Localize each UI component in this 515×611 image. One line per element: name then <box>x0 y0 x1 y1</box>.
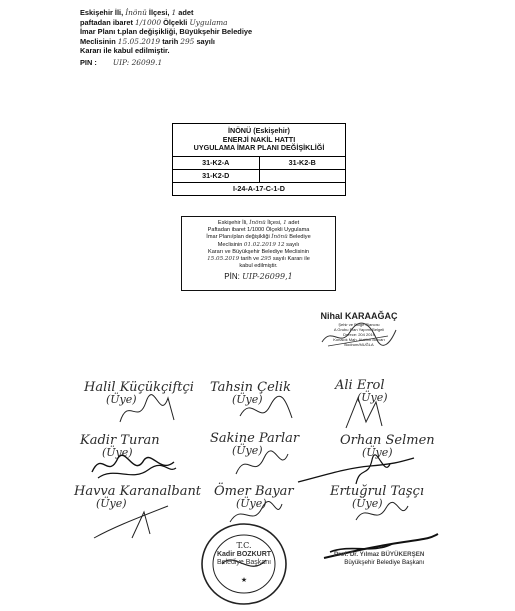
sheet-row: 31-K2-D <box>173 169 346 183</box>
stamp-line-5: Kararı ile kabul edilmiştir. <box>80 46 170 56</box>
approval-stamp-municipal: Eskişehir İli, İnönü İlçesi, 1 adet Paft… <box>181 216 336 291</box>
member-signature: Havva Karanalbant (Üye) <box>74 484 202 510</box>
member-signature: Ertuğrul Taşçı (Üye) <box>330 484 425 510</box>
mayor-block: Prof. Dr. Yılmaz BÜYÜKERŞEN Büyükşehir B… <box>334 551 424 567</box>
municipal-seal: T.C. ★ <box>201 523 287 605</box>
member-signature: Ömer Bayar (Üye) <box>214 484 294 510</box>
sheet-cell: 31-K2-D <box>202 170 230 180</box>
approval-stamp-top: Eskişehir İli, İnönü İlçesi, 1 adet paft… <box>80 8 290 68</box>
plan-title: İNÖNÜ (Eskişehir) ENERJİ NAKİL HATTI UYG… <box>173 124 345 157</box>
sheet-code: I-24-A-17-C-1-D <box>233 183 285 193</box>
sheet-row: 31-K2-A 31-K2-B <box>173 156 346 170</box>
stamp-line-1: Eskişehir İli, İnönü İlçesi, 1 adet <box>80 8 194 17</box>
signature-scribble <box>93 505 169 539</box>
signature-scribble <box>345 396 383 429</box>
signature-scribble <box>235 450 289 475</box>
signature-scribble <box>229 501 283 523</box>
sheet-code-row: I-24-A-17-C-1-D <box>173 183 345 195</box>
signature-scribble <box>355 501 409 521</box>
stamp-line-2: paftadan ibaret 1/1000 Ölçekli Uygulama <box>80 17 228 27</box>
plan-title-box: İNÖNÜ (Eskişehir) ENERJİ NAKİL HATTI UYG… <box>172 123 346 196</box>
member-signature: Ali Erol (Üye) <box>335 378 388 404</box>
mayor-title: Büyükşehir Belediye Başkanı <box>344 559 425 566</box>
stamp-line-3: İmar Planı t.plan değişikliği, Büyükşehi… <box>80 27 253 37</box>
svg-text:★: ★ <box>241 576 247 584</box>
mayor-name: Prof. Dr. Yılmaz BÜYÜKERŞEN <box>334 551 425 558</box>
sheet-cell: 31-K2-A <box>202 157 230 167</box>
stamp-pin: PİN: UIP-26099,1 <box>224 272 293 282</box>
planner-signature <box>321 322 397 347</box>
stamp-line-4: Meclisinin 15.05.2019 tarih 295 sayılı <box>80 36 215 46</box>
member-signature: Halil Küçükçiftçi (Üye) <box>84 380 194 406</box>
planner-stamp: Nihal KARAAĞAÇ Şehir ve Bölge Plancısı A… <box>305 311 413 347</box>
member-signature: Sakine Parlar (Üye) <box>210 431 300 457</box>
member-signature: Tahsin Çelik (Üye) <box>210 380 291 406</box>
planner-name: Nihal KARAAĞAÇ <box>320 311 398 321</box>
sheet-cell <box>258 169 346 182</box>
member-signature: Orhan Selmen (Üye) <box>340 433 435 459</box>
signature-scribble <box>91 454 177 479</box>
sheet-cell: 31-K2-B <box>258 156 346 169</box>
stamp-pin: PIN : UIP: 26099.1 <box>80 57 163 67</box>
seal-name: Kadir BOZKURT Belediye Başkanı <box>216 551 272 566</box>
mayor-signature <box>323 533 439 559</box>
signature-scribble <box>239 395 293 419</box>
signature-scribble <box>297 454 415 485</box>
svg-text:T.C.: T.C. <box>236 541 251 550</box>
signature-scribble <box>119 394 175 423</box>
